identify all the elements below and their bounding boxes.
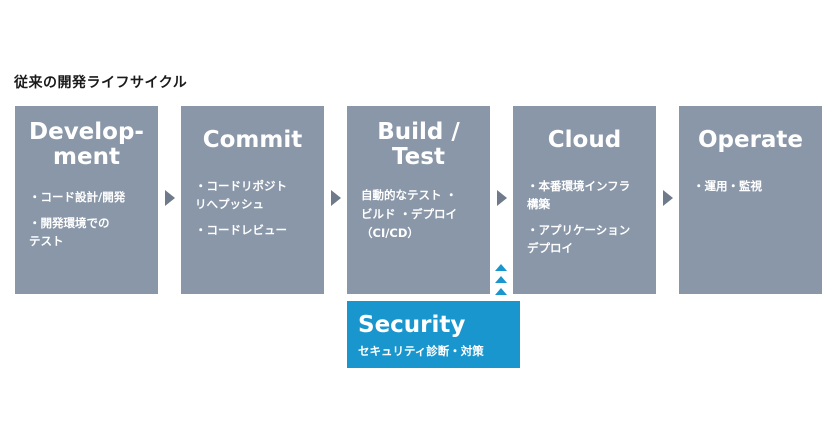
list-item: ・本番環境インフラ 構築	[527, 179, 631, 211]
stage-title: Operate	[697, 127, 804, 153]
stage-items: ・コード設計/開発 ・開発環境での テスト	[15, 188, 158, 250]
list-item: ・運用・監視	[693, 179, 762, 193]
security-subtitle: セキュリティ診断・対策	[358, 344, 484, 358]
stage-cloud: Cloud ・本番環境インフラ 構築 ・アプリケーション デプロイ	[513, 106, 656, 294]
stage-title: Develop- ment	[29, 119, 144, 170]
stage-items: ・運用・監視	[679, 177, 822, 195]
list-item: ・コードリポジト リへプッシュ	[195, 179, 287, 211]
stage-title: Cloud	[547, 127, 622, 153]
diagram-title: 従来の開発ライフサイクル	[14, 75, 188, 91]
stage-description: 自動的なテスト ・ ビルド ・デプロイ （CI/CD）	[361, 188, 458, 240]
stage-items: ・本番環境インフラ 構築 ・アプリケーション デプロイ	[513, 177, 656, 257]
list-item: ・アプリケーション デプロイ	[527, 223, 631, 255]
stage-title: Commit	[202, 127, 303, 153]
stage-operate: Operate ・運用・監視	[679, 106, 822, 294]
flow-arrow-icon	[331, 190, 341, 206]
up-arrow-icon	[495, 288, 507, 295]
list-item: ・開発環境での テスト	[29, 216, 110, 248]
list-item: ・コードレビュー	[195, 223, 287, 237]
stage-build-test: Build / Test 自動的なテスト ・ ビルド ・デプロイ （CI/CD）	[347, 106, 490, 294]
stage-commit: Commit ・コードリポジト リへプッシュ ・コードレビュー	[181, 106, 324, 294]
security-title: Security	[358, 312, 466, 338]
flow-arrow-icon	[165, 190, 175, 206]
security-box: Security セキュリティ診断・対策	[347, 301, 520, 368]
up-arrow-icon	[495, 276, 507, 283]
stage-title: Build / Test	[377, 119, 460, 170]
list-item: ・コード設計/開発	[29, 190, 126, 204]
up-arrow-icon	[495, 264, 507, 271]
flow-arrow-icon	[663, 190, 673, 206]
flow-arrow-icon	[497, 190, 507, 206]
stage-items: ・コードリポジト リへプッシュ ・コードレビュー	[181, 177, 324, 239]
stage-development: Develop- ment ・コード設計/開発 ・開発環境での テスト	[15, 106, 158, 294]
